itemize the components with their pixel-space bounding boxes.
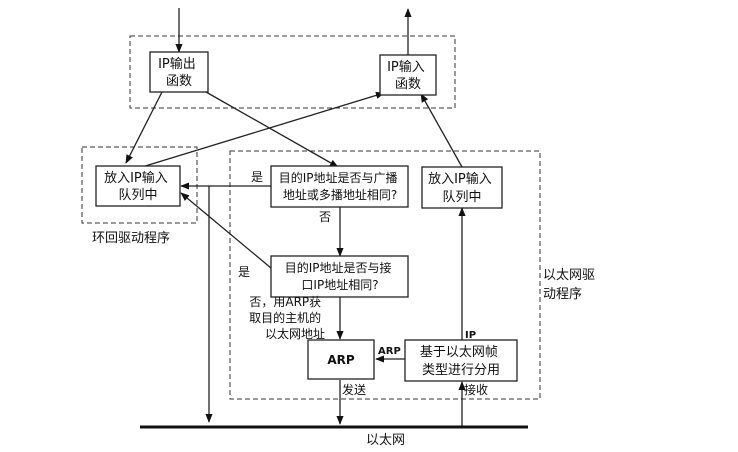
- ip-output-to-loopback-arrow: [125, 91, 163, 164]
- broadcast-yes-label: 是: [251, 170, 263, 184]
- frame-type-demux-box: [404, 339, 518, 382]
- ip-output-function-label: IP输出 函数: [158, 56, 200, 89]
- loopback-driver-group: [81, 146, 198, 224]
- broadcast-check-label: 目的IP地址是否与广播 地址或多播地址相同?: [279, 170, 402, 202]
- loopback-driver-label: 环回驱动程序: [92, 231, 170, 246]
- arp-box-label: ARP: [327, 353, 355, 367]
- frame-type-demux-label: 基于以太网帧 类型进行分用: [420, 345, 502, 378]
- ethernet-driver-label: 以太网驱 动程序: [543, 268, 599, 302]
- ip-input-function-box: [379, 54, 437, 96]
- demux-ip-label: IP: [465, 330, 476, 341]
- loopback-to-ip-input-arrow: [141, 91, 385, 168]
- receive-label: 接收: [464, 382, 488, 397]
- broadcast-no-label: 否: [319, 210, 331, 224]
- ethernet-ip-queue-label: 放入IP输入 队列中: [428, 171, 496, 205]
- ip-layer-group: [129, 35, 456, 109]
- interface-check-label: 目的IP地址是否与接 口IP地址相同?: [285, 260, 396, 292]
- iface-yes-to-loopback-arrow: [180, 192, 272, 269]
- ip-output-function-box: [149, 51, 209, 93]
- interface-yes-label: 是: [238, 265, 250, 279]
- loopback-ip-queue-label: 放入IP输入 队列中: [104, 170, 172, 203]
- ethernet-driver-group: [229, 150, 541, 400]
- loopback-ip-queue-box: [95, 165, 181, 207]
- ip-input-function-label: IP输入 函数: [387, 59, 429, 92]
- send-label: 发送: [342, 382, 366, 397]
- demux-arp-label: ARP: [378, 346, 401, 357]
- ethernet-bus-label: 以太网: [366, 433, 405, 448]
- arp-box: [307, 339, 375, 380]
- ip-queue-to-ip-input-arrow: [420, 93, 463, 168]
- interface-check-box: [270, 255, 409, 298]
- ethernet-ip-queue-box: [421, 166, 503, 209]
- ip-output-to-broadcast-check-arrow: [205, 91, 339, 168]
- broadcast-check-box: [270, 165, 409, 208]
- interface-no-label: 否，用ARP获 取目的主机的 以太网地址: [249, 295, 325, 341]
